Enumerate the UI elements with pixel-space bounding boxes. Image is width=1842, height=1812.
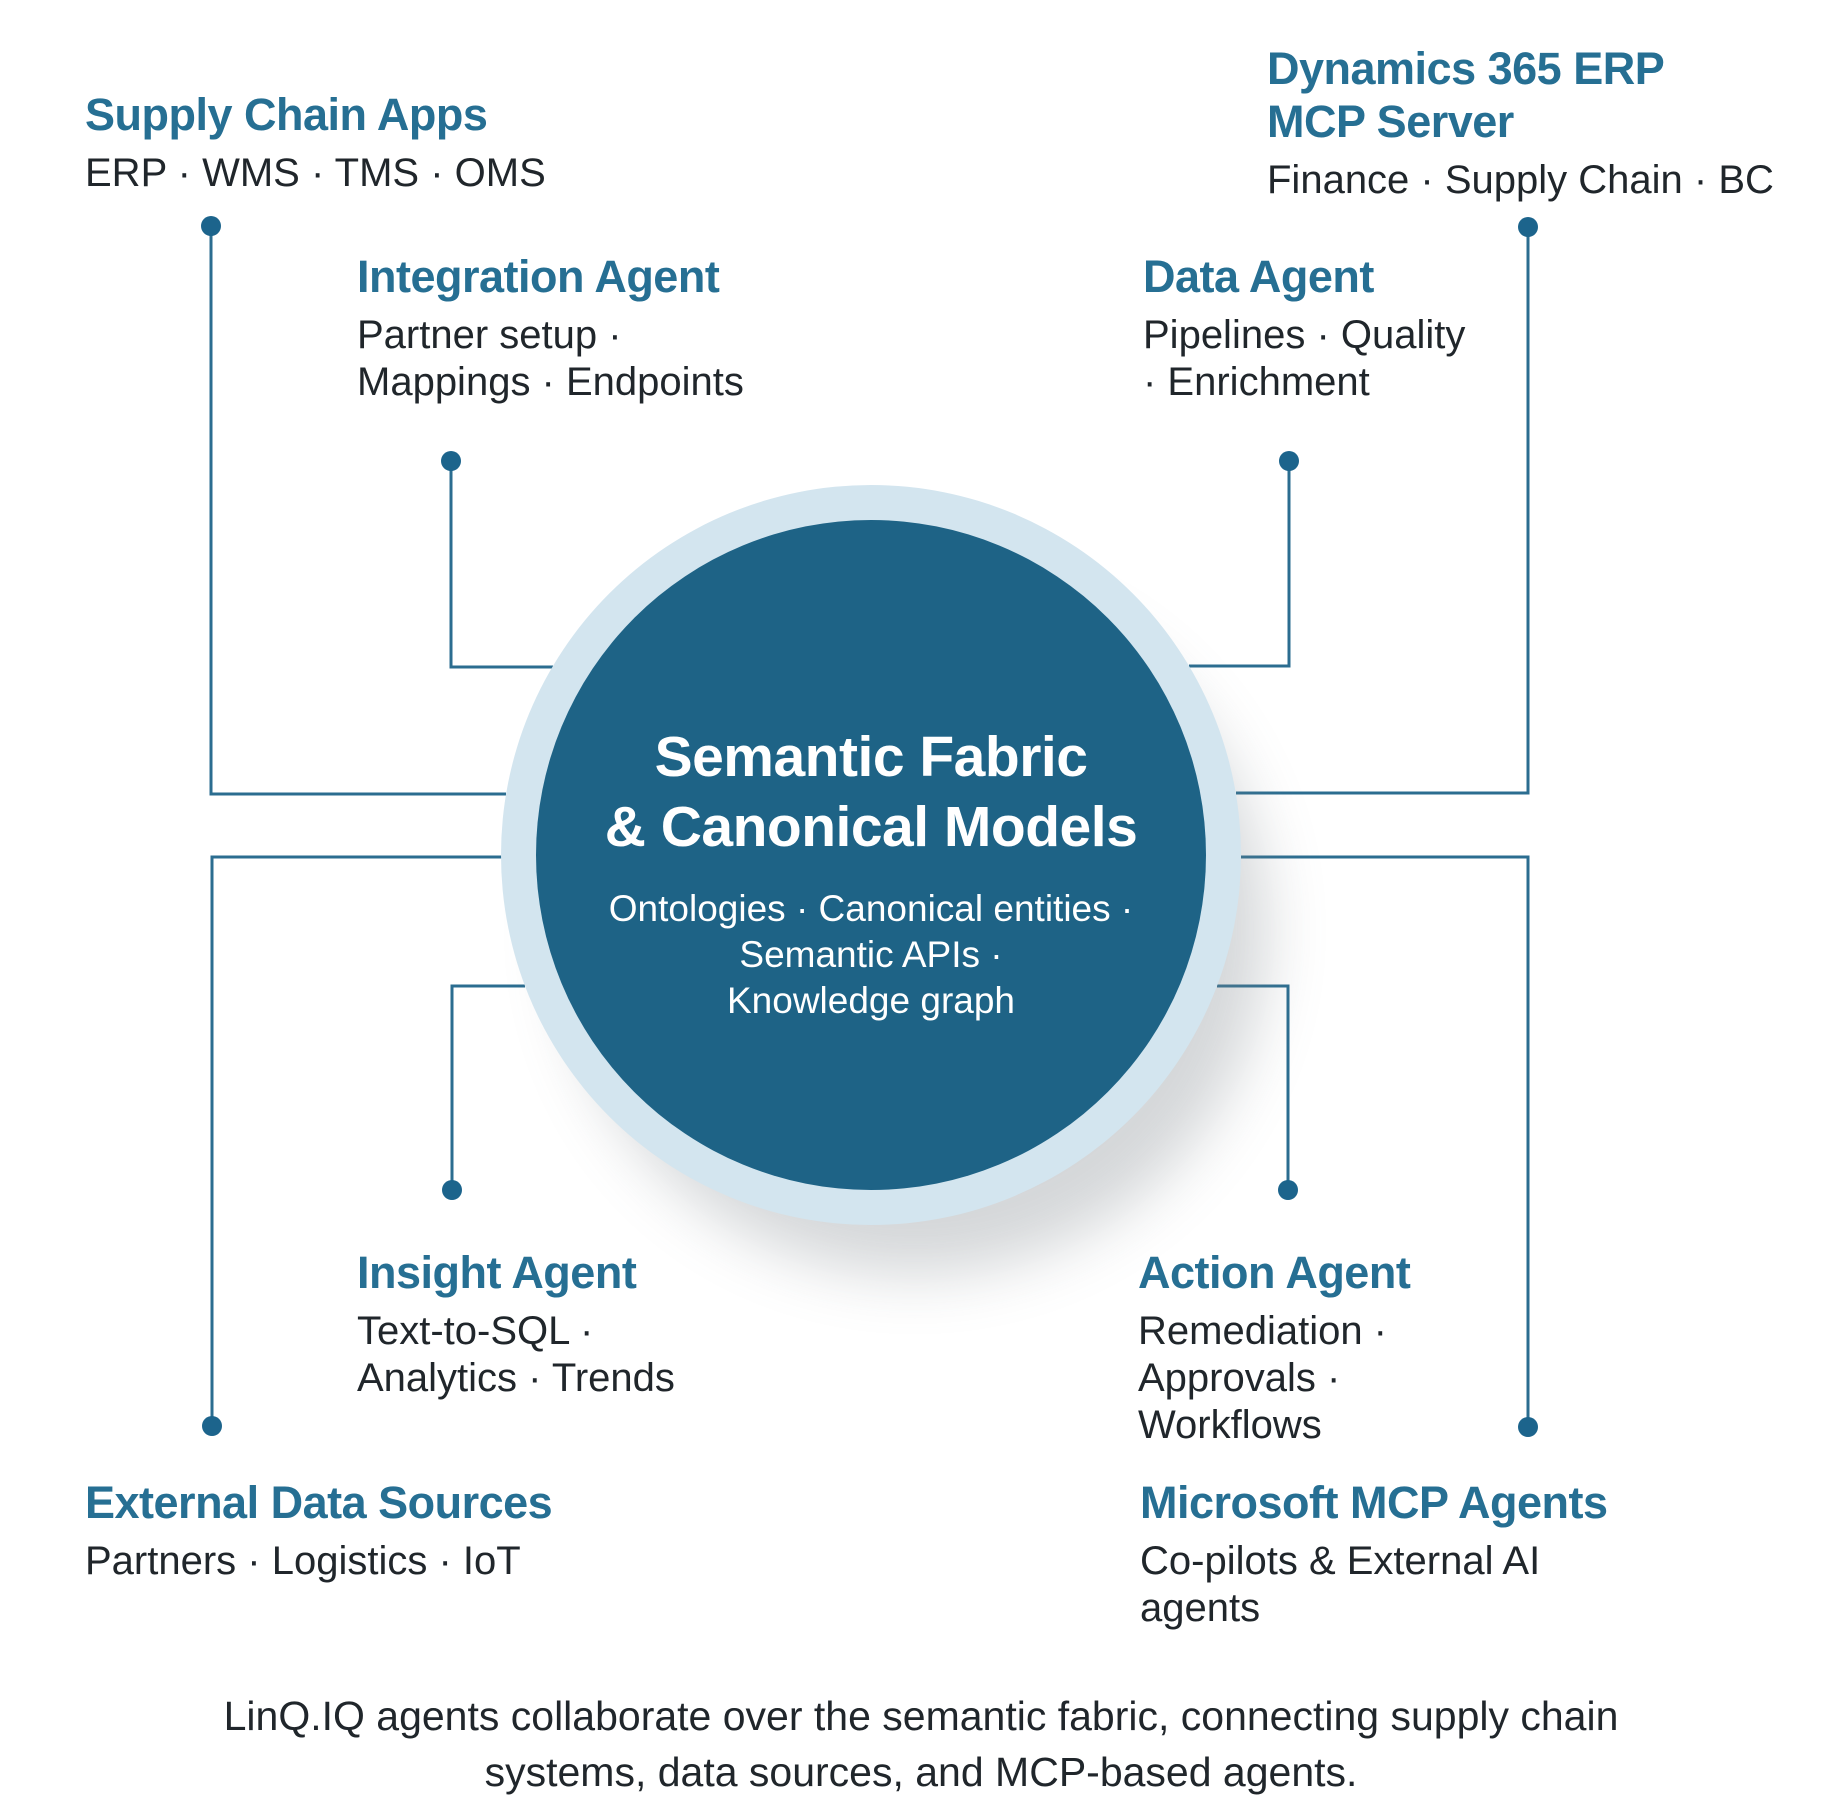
node-title: Dynamics 365 ERP MCP Server [1267,43,1665,147]
connector-dot-supply-chain-apps [201,216,221,236]
node-integration-agent: Integration Agent Partner setup · Mappin… [357,250,744,406]
connector-data-agent [1189,461,1291,668]
node-subtitle: Finance · Supply Chain · BC [1267,158,1774,202]
node-subtitle: Remediation · Approvals · Workflows [1138,1309,1388,1447]
connector-integration-agent [449,461,553,669]
connector-dot-integration-agent [441,451,461,471]
node-subtitle: Partner setup · Mappings · Endpoints [357,313,744,404]
connector-dot-data-agent [1279,451,1299,471]
connector-dynamics-erp-mcp-server [1236,227,1530,795]
node-subtitle: Partners · Logistics · IoT [85,1539,521,1583]
hub-circle [536,520,1206,1190]
connector-supply-chain-apps [209,226,506,796]
node-action-agent: Action Agent Remediation · Approvals · W… [1138,1246,1411,1449]
hub-semantic-fabric: Semantic Fabric & Canonical Models Ontol… [471,722,1271,1024]
node-dynamics-erp-mcp-server: Dynamics 365 ERP MCP Server Finance · Su… [1267,42,1774,204]
connector-insight-agent [450,984,525,1190]
hub-subtitle: Ontologies · Canonical entities · Semant… [608,888,1134,1021]
node-title: Data Agent [1143,251,1374,302]
connector-dot-external-data-sources [202,1416,222,1436]
node-microsoft-mcp-agents: Microsoft MCP Agents Co-pilots & Externa… [1140,1476,1608,1632]
node-title: Microsoft MCP Agents [1140,1477,1608,1528]
connector-dot-microsoft-mcp-agents [1518,1417,1538,1437]
node-external-data-sources: External Data Sources Partners · Logisti… [85,1476,553,1585]
diagram-caption: LinQ.IQ agents collaborate over the sema… [223,1693,1619,1795]
node-title: Supply Chain Apps [85,89,488,140]
connector-dot-insight-agent [442,1180,462,1200]
node-insight-agent: Insight Agent Text-to-SQL · Analytics · … [357,1246,675,1402]
node-title: External Data Sources [85,1477,553,1528]
node-title: Integration Agent [357,251,720,302]
node-title: Insight Agent [357,1247,637,1298]
hub-title: Semantic Fabric & Canonical Models [604,725,1138,859]
node-supply-chain-apps: Supply Chain Apps ERP · WMS · TMS · OMS [85,88,546,197]
node-subtitle: ERP · WMS · TMS · OMS [85,151,546,195]
connector-microsoft-mcp-agents [1241,855,1530,1427]
connector-dot-action-agent [1278,1180,1298,1200]
node-subtitle: Pipelines · Quality · Enrichment [1143,313,1466,404]
node-subtitle: Text-to-SQL · Analytics · Trends [357,1309,675,1400]
node-data-agent: Data Agent Pipelines · Quality · Enrichm… [1143,250,1465,406]
connector-external-data-sources [210,855,502,1426]
connector-dot-dynamics-erp-mcp-server [1518,217,1538,237]
node-subtitle: Co-pilots & External AI agents [1140,1539,1541,1630]
node-title: Action Agent [1138,1247,1411,1298]
